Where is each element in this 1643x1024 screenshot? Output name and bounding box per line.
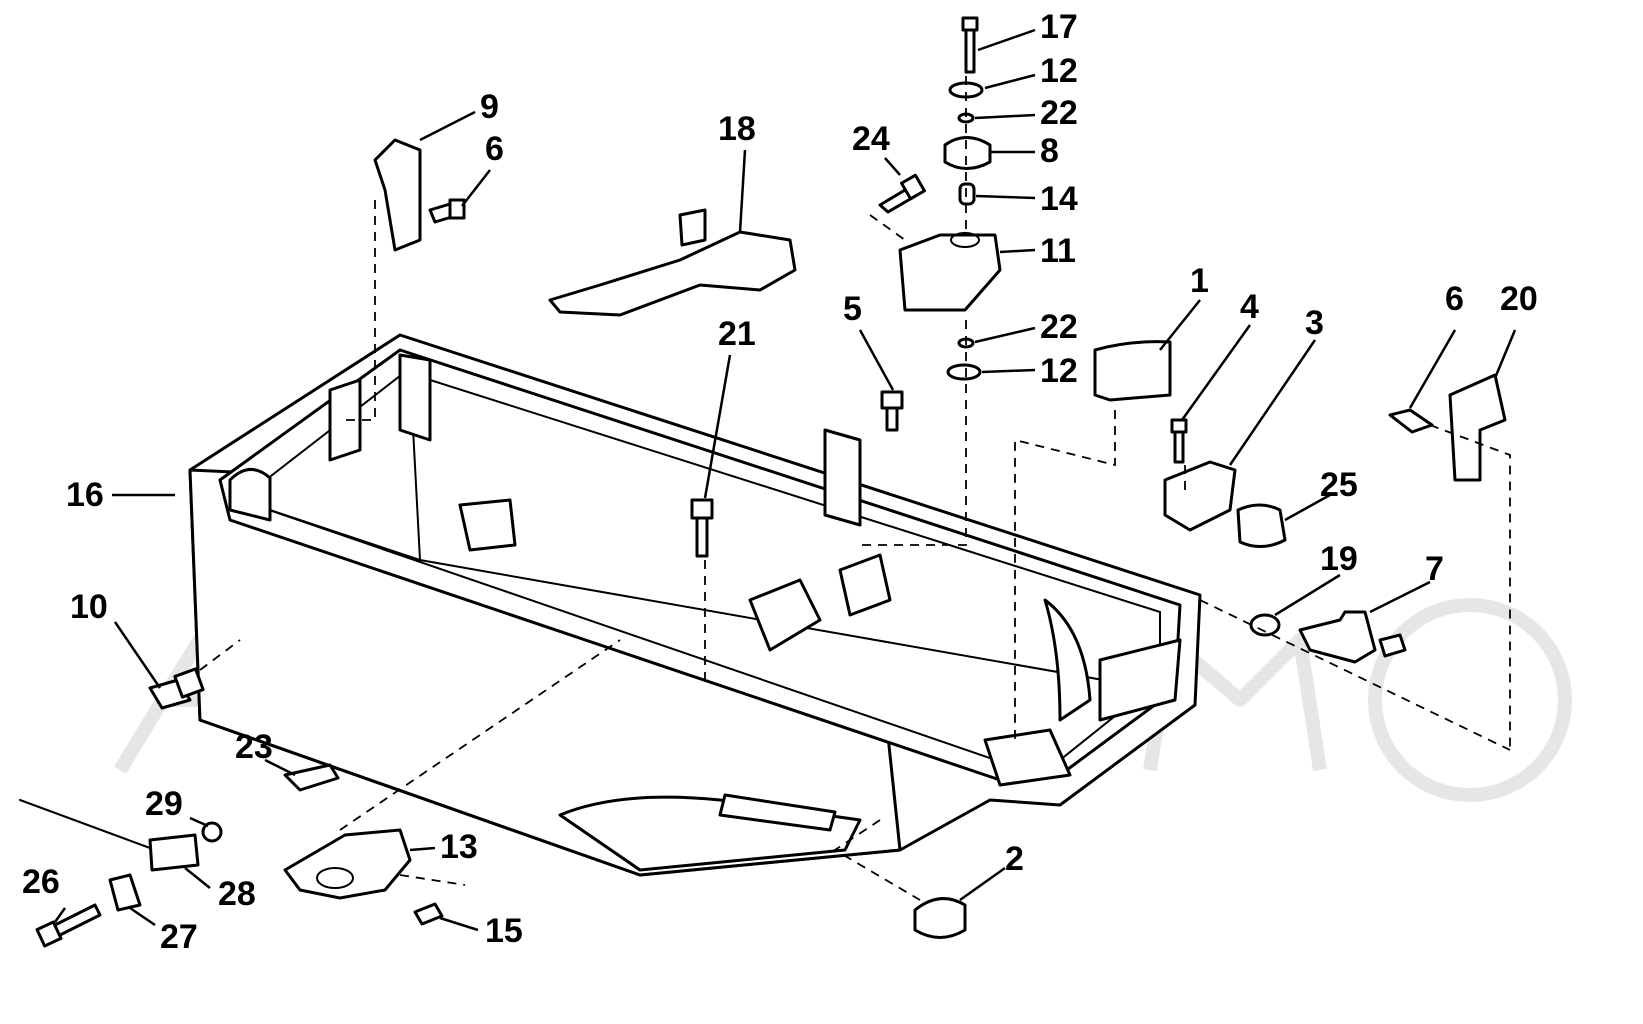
callout-3: 3	[1305, 304, 1324, 342]
callout-9: 9	[480, 88, 499, 126]
alignment-lines	[199, 60, 1511, 901]
callout-18: 18	[718, 110, 756, 148]
part-28-block	[148, 833, 200, 872]
part-2-grommet	[913, 897, 967, 939]
callout-labels: 17 12 22 8 14 11 22 12 24 18 9 6 1 4 3 6…	[22, 8, 1538, 956]
callout-17: 17	[1040, 8, 1078, 46]
callout-21: 21	[718, 315, 756, 353]
part-15-screw	[413, 902, 444, 926]
part-14-sleeve	[958, 182, 976, 206]
callout-16: 16	[66, 476, 104, 514]
callout-28: 28	[218, 875, 256, 913]
part-18-lever	[548, 230, 797, 317]
part-5-screw	[880, 390, 904, 410]
part-25-knob	[1236, 503, 1287, 548]
callout-24: 24	[852, 120, 890, 158]
callout-15: 15	[485, 912, 523, 950]
callout-5: 5	[843, 290, 862, 328]
callout-12-bottom: 12	[1040, 352, 1078, 390]
callout-11: 11	[1040, 232, 1076, 270]
part-17-shank	[964, 28, 976, 74]
callout-1: 1	[1190, 262, 1209, 300]
part-21-screw	[690, 498, 714, 520]
part-27-plate	[108, 873, 142, 912]
part-11-bracket	[898, 233, 1002, 312]
leader-lines	[53, 28, 1517, 932]
part-7-fitting	[1298, 610, 1377, 664]
callout-10: 10	[70, 588, 108, 626]
callout-25: 25	[1320, 466, 1358, 504]
part-20-bracket	[1448, 373, 1507, 482]
part-1-cap	[1093, 340, 1172, 402]
callout-20: 20	[1500, 280, 1538, 318]
part-29-nut	[201, 821, 223, 843]
part-23-clip	[283, 763, 340, 792]
callout-2: 2	[1005, 840, 1024, 878]
part-4-screw	[1170, 418, 1188, 434]
callout-8: 8	[1040, 132, 1059, 170]
parts	[19, 16, 1507, 948]
part-17-bolt	[961, 16, 979, 32]
part-12-washer-bottom	[946, 363, 982, 381]
part-8-grommet	[943, 136, 992, 170]
callout-6-right: 6	[1445, 280, 1464, 318]
lower-cowl	[188, 333, 1202, 877]
callout-19: 19	[1320, 540, 1358, 578]
callout-22-bottom: 22	[1040, 308, 1078, 346]
callout-27: 27	[160, 918, 198, 956]
callout-4: 4	[1240, 288, 1259, 326]
callout-6-left: 6	[485, 130, 504, 168]
callout-22-top: 22	[1040, 94, 1078, 132]
callout-29: 29	[145, 785, 183, 823]
callout-14: 14	[1040, 180, 1078, 218]
callout-12-top: 12	[1040, 52, 1078, 90]
callout-7: 7	[1425, 550, 1444, 588]
part-9-bracket	[373, 138, 422, 252]
part-13-bracket	[283, 828, 412, 900]
callout-26: 26	[22, 863, 60, 901]
part-6-screw-right	[1388, 408, 1434, 434]
callout-23: 23	[235, 728, 273, 766]
part-3-clip	[1163, 460, 1237, 532]
callout-13: 13	[440, 828, 478, 866]
